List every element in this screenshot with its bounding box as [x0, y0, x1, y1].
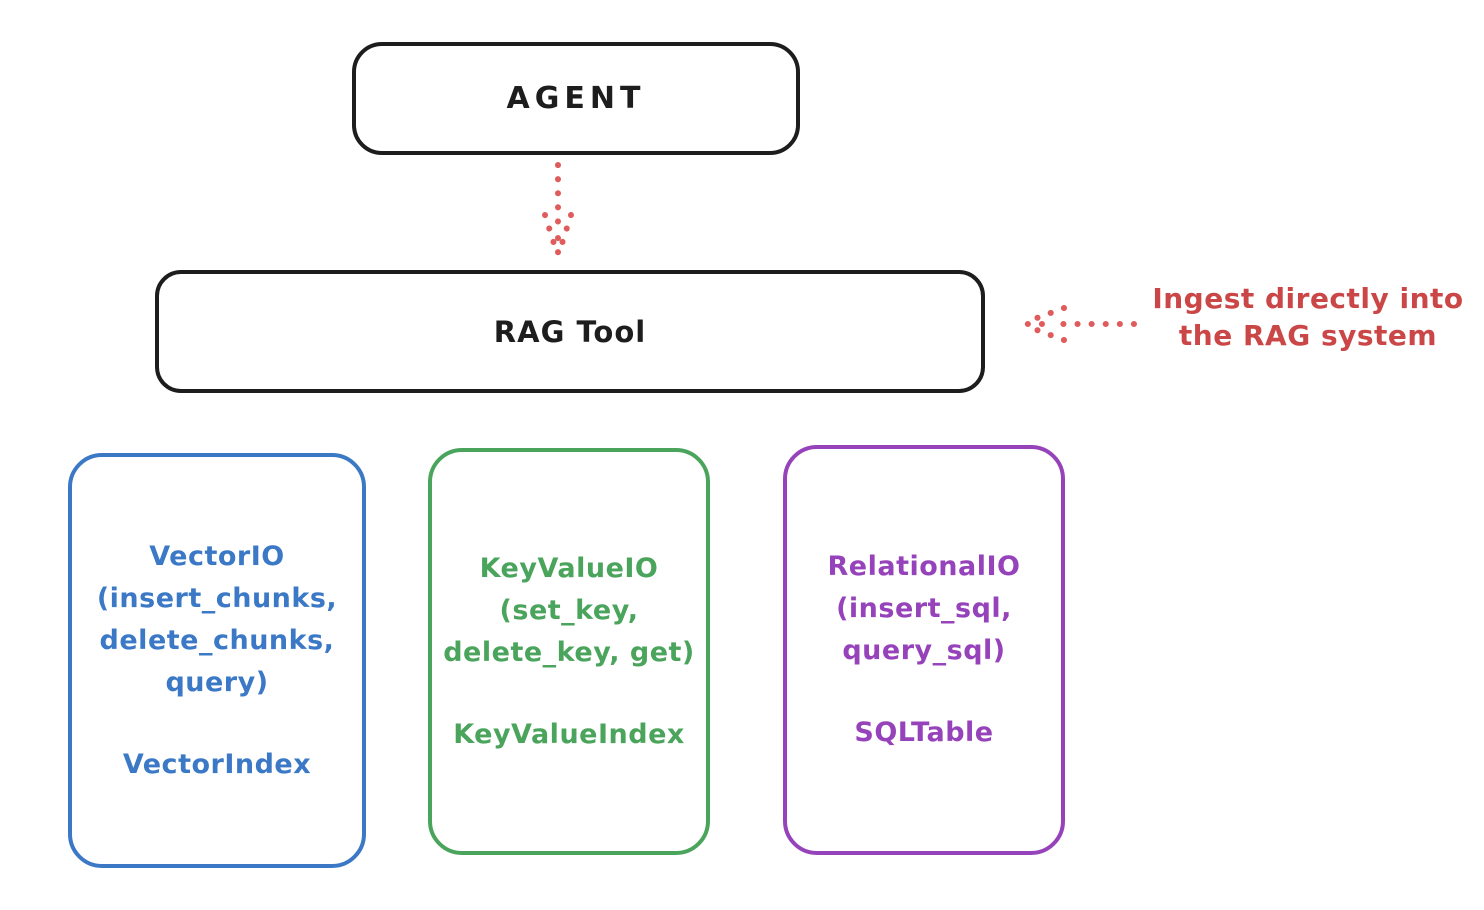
annotation-line-1: Ingest directly into	[1152, 282, 1464, 315]
vector-io-node: VectorIO (insert_chunks, delete_chunks, …	[68, 453, 366, 868]
node-line: (insert_chunks,	[96, 582, 338, 614]
agent-node-label: AGENT	[506, 81, 646, 116]
sql-table-label: SQLTable	[854, 717, 994, 748]
node-line: (set_key,	[499, 594, 639, 626]
node-line: VectorIO	[149, 540, 285, 572]
vector-index-label: VectorIndex	[122, 748, 312, 780]
annotation-line-2: the RAG system	[1178, 319, 1438, 352]
node-line: (insert_sql,	[836, 593, 1012, 624]
node-line: delete_key, get)	[443, 636, 695, 668]
annotation-ingest: Ingest directly into the RAG system	[1138, 280, 1478, 354]
arrow-agent-to-ragtool-icon	[542, 162, 574, 263]
arrow-annotation-to-ragtool-icon	[1017, 305, 1137, 343]
node-line: query_sql)	[842, 635, 1006, 666]
keyvalue-index-label: KeyValueIndex	[453, 718, 685, 750]
node-line: RelationalIO	[827, 551, 1021, 582]
node-line: delete_chunks,	[99, 624, 335, 656]
node-line: query)	[165, 666, 269, 698]
keyvalue-io-node: KeyValueIO (set_key, delete_key, get) Ke…	[428, 448, 710, 855]
rag-tool-node-label: RAG Tool	[493, 314, 647, 349]
relational-io-node: RelationalIO (insert_sql, query_sql) SQL…	[783, 445, 1065, 855]
agent-node: AGENT	[352, 42, 800, 155]
rag-tool-node: RAG Tool	[155, 270, 985, 393]
node-line: KeyValueIO	[479, 552, 659, 584]
